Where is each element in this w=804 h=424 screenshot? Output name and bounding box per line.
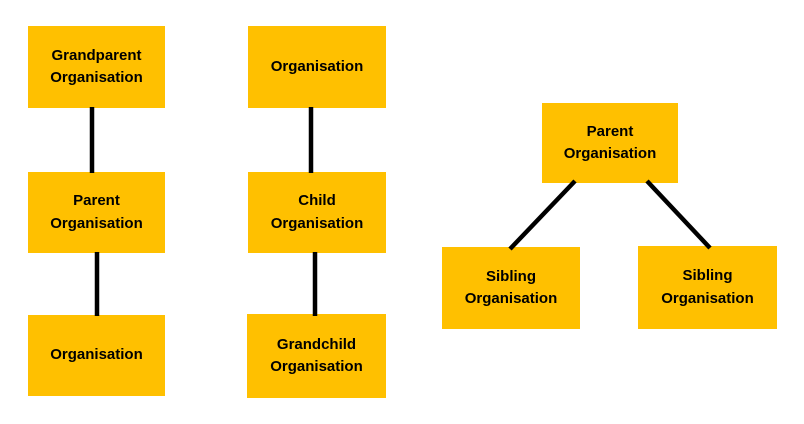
node-grandparent-organisation: Grandparent Organisation [28,26,165,108]
node-sibling-organisation-left: Sibling Organisation [442,247,580,329]
node-label: Sibling Organisation [661,267,754,307]
node-label: Grandparent Organisation [50,46,143,87]
node-label: Sibling Organisation [464,267,558,308]
connector-parent-to-right-sibling [645,179,712,250]
node-label: Organisation [270,57,364,75]
node-label: Child Organisation [270,192,364,232]
connector-parent-to-left-sibling [508,179,577,251]
node-label: Parent Organisation [563,122,657,163]
node-sibling-organisation-right: Sibling Organisation [638,246,777,329]
node-grandchild-organisation: Grandchild Organisation [247,314,386,398]
node-label: Organisation [50,346,143,364]
node-parent-organisation-left: Parent Organisation [28,172,165,253]
node-label: Parent Organisation [50,192,143,232]
node-organisation-middle: Organisation [248,26,386,108]
node-child-organisation: Child Organisation [248,172,386,253]
node-label: Grandchild Organisation [270,335,363,376]
node-organisation-left: Organisation [28,315,165,396]
node-parent-organisation-right: Parent Organisation [542,103,678,183]
